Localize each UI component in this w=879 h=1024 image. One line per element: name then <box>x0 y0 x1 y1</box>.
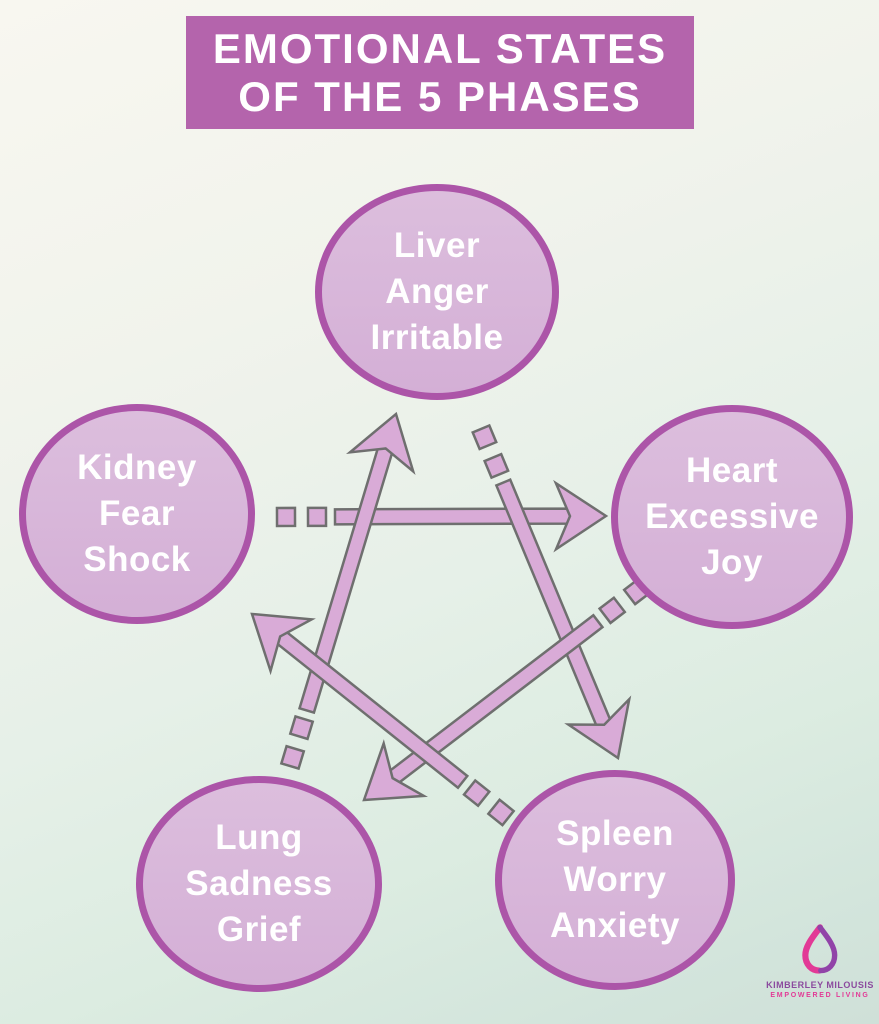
brand-logo: KIMBERLEY MILOUSIS EMPOWERED LIVING <box>755 922 879 999</box>
arrow-head <box>346 411 416 476</box>
node-liver-label-1: Anger <box>385 272 489 311</box>
arrow-spleen-kidney <box>250 612 516 827</box>
arrow-head <box>250 612 316 676</box>
title-line-1: EMOTIONAL STATES <box>212 24 668 72</box>
node-lung-label-0: Lung <box>215 818 303 857</box>
arrow-heart-lung <box>362 577 652 802</box>
arrow-head <box>362 739 428 802</box>
node-liver-label-2: Irritable <box>370 318 504 357</box>
arrow-dash-1 <box>482 452 510 480</box>
node-liver-label-0: Liver <box>393 226 481 265</box>
arrow-kidney-heart <box>275 479 609 553</box>
arrow-dash-0 <box>279 744 306 771</box>
node-spleen-label-0: Spleen <box>556 814 674 853</box>
arrow-dash-0 <box>471 423 498 451</box>
arrow-dash-1 <box>306 506 328 528</box>
title-banner: EMOTIONAL STATES OF THE 5 PHASES <box>186 16 694 129</box>
node-spleen-label-1: Worry <box>563 860 667 899</box>
node-kidney-label-2: Shock <box>83 540 191 579</box>
node-heart-label-2: Joy <box>701 543 763 582</box>
brand-name: KIMBERLEY MILOUSIS <box>766 980 874 990</box>
node-lung-label-1: Sadness <box>185 864 333 903</box>
node-heart-label-0: Heart <box>686 451 778 490</box>
arrow-head <box>564 695 632 761</box>
arrow-dash-0 <box>486 798 516 827</box>
node-kidney-label-1: Fear <box>99 494 175 533</box>
brand-tagline: EMPOWERED LIVING <box>770 992 870 999</box>
arrow-dash-0 <box>275 506 297 528</box>
arrow-head <box>553 479 609 553</box>
arrow-liver-spleen <box>471 423 632 761</box>
arrow-dash-1 <box>288 714 315 741</box>
title-line-2: OF THE 5 PHASES <box>238 72 642 120</box>
drop-flame-icon <box>802 924 838 974</box>
node-kidney-label-0: Kidney <box>77 448 197 487</box>
arrow-dash-1 <box>462 778 492 808</box>
node-heart-label-1: Excessive <box>645 497 819 536</box>
node-lung-label-2: Grief <box>216 910 302 949</box>
arrow-lung-liver <box>279 411 416 771</box>
arrow-dash-1 <box>597 595 627 625</box>
node-spleen-label-2: Anxiety <box>550 906 680 945</box>
